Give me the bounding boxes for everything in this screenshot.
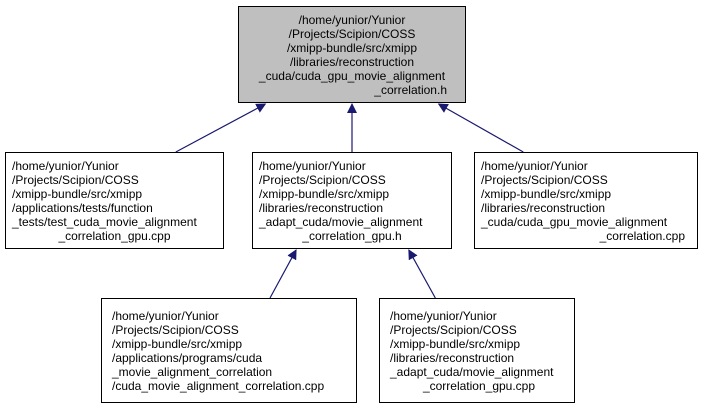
node-line: _cuda/cuda_gpu_movie_alignment <box>258 68 446 83</box>
node-line: _tests/test_cuda_movie_alignment <box>12 214 197 229</box>
node-line: /Projects/Scipion/COSS <box>112 322 239 337</box>
node-line: /xmipp-bundle/src/xmipp <box>112 336 243 351</box>
node-line: /xmipp-bundle/src/xmipp <box>259 186 390 201</box>
node-line: /xmipp-bundle/src/xmipp <box>481 186 612 201</box>
node-line: _movie_alignment_correlation <box>112 364 273 379</box>
node-line: _correlation.cpp <box>599 228 685 243</box>
node-line: /home/yunior/Yunior <box>259 158 366 173</box>
node-line: /libraries/reconstruction <box>259 200 384 215</box>
node-adapt-cuda-movie-alignment-correlation-gpu-cpp[interactable]: /home/yunior/Yunior /Projects/Scipion/CO… <box>379 298 575 403</box>
node-line: _correlation.h <box>374 82 447 97</box>
node-line: /Projects/Scipion/COSS <box>481 172 608 187</box>
node-line: /Projects/Scipion/COSS <box>288 26 416 41</box>
node-test-cuda-movie-alignment-correlation-gpu-cpp[interactable]: /home/yunior/Yunior /Projects/Scipion/CO… <box>5 152 224 249</box>
edge-layer <box>175 103 524 299</box>
edge-cuda_cpp-to-root <box>437 103 524 153</box>
node-line: /home/yunior/Yunior <box>12 158 119 173</box>
node-line: /libraries/reconstruction <box>481 200 606 215</box>
node-line: /applications/tests/function <box>12 200 153 215</box>
node-cuda-gpu-movie-alignment-correlation-cpp[interactable]: /home/yunior/Yunior /Projects/Scipion/CO… <box>474 152 698 249</box>
node-line: /home/yunior/Yunior <box>112 308 219 323</box>
node-line: /xmipp-bundle/src/xmipp <box>12 186 143 201</box>
node-line: _cuda/cuda_gpu_movie_alignment <box>481 214 668 229</box>
node-line: /home/yunior/Yunior <box>390 308 497 323</box>
edge-test_cpp-to-root <box>175 103 267 153</box>
node-line: _correlation_gpu.cpp <box>422 378 536 393</box>
node-line: /home/yunior/Yunior <box>298 12 406 27</box>
node-line: _correlation_gpu.cpp <box>58 228 171 243</box>
edge-program_cpp-to-adapt_h <box>269 249 297 299</box>
node-line: /Projects/Scipion/COSS <box>390 322 517 337</box>
node-line: /libraries/reconstruction <box>289 54 415 69</box>
node-line: /applications/programs/cuda <box>112 350 263 365</box>
node-line: _adapt_cuda/movie_alignment <box>390 364 554 379</box>
edge-adapt_cpp-to-adapt_h <box>408 249 436 299</box>
node-line: /xmipp-bundle/src/xmipp <box>390 336 521 351</box>
node-line: _adapt_cuda/movie_alignment <box>259 214 423 229</box>
node-cuda-gpu-movie-alignment-correlation-h[interactable]: /home/yunior/Yunior /Projects/Scipion/CO… <box>238 6 466 103</box>
node-line: /home/yunior/Yunior <box>481 158 588 173</box>
node-line: /cuda_movie_alignment_correlation.cpp <box>112 378 325 393</box>
node-line: _correlation_gpu.h <box>302 228 402 243</box>
node-adapt-cuda-movie-alignment-correlation-gpu-h[interactable]: /home/yunior/Yunior /Projects/Scipion/CO… <box>252 152 452 249</box>
node-line: /libraries/reconstruction <box>390 350 515 365</box>
node-line: /xmipp-bundle/src/xmipp <box>286 40 418 55</box>
node-line: /Projects/Scipion/COSS <box>12 172 139 187</box>
node-line: /Projects/Scipion/COSS <box>259 172 386 187</box>
node-cuda-movie-alignment-correlation-cpp[interactable]: /home/yunior/Yunior /Projects/Scipion/CO… <box>101 298 357 403</box>
